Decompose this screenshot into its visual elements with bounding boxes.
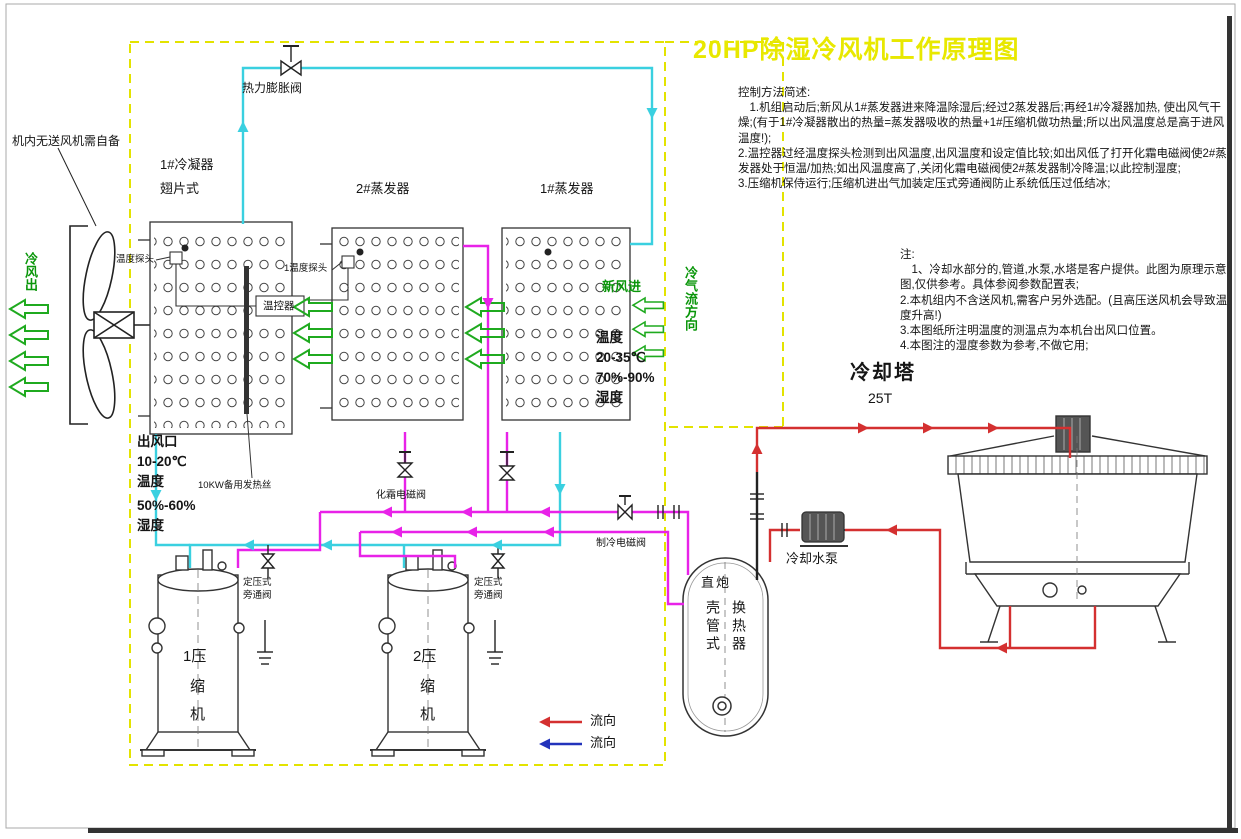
condenser-type-label: 翅片式: [160, 181, 200, 196]
outlet-temp-word: 温度: [137, 474, 164, 489]
cooling-valve-label: 制冷电磁阀: [596, 538, 646, 549]
exchanger-body-label: 壳管式换热器: [705, 600, 747, 654]
cold-air-out-label: 冷风出: [22, 252, 38, 291]
condenser-name-label: 1#冷凝器: [160, 157, 214, 172]
bypass2-label-l2: 旁通阀: [474, 590, 503, 601]
magenta-piping: [236, 244, 690, 606]
comp2-label-l1: 2压: [413, 648, 437, 665]
valves-and-fittings: [257, 45, 788, 665]
evaporator1-label: 1#蒸发器: [540, 181, 594, 196]
outlet-word: 出风口: [137, 434, 178, 449]
page-frame: [5, 3, 1238, 833]
exchanger-top-label: 直炮: [701, 575, 732, 590]
fan-note-label: 机内无送风机需自备: [12, 134, 121, 148]
control-method-block: 控制方法简述: 1.机组启动后;新风从1#蒸发器进来降温除湿后;经过2蒸发器后;…: [738, 86, 1230, 192]
diagram-title: 20HP除湿冷风机工作原理图: [693, 36, 1020, 64]
expansion-valve-label: 热力膨胀阀: [242, 81, 303, 95]
shell-tube-exchanger: [682, 557, 769, 737]
comp1-label-l3: 机: [190, 706, 206, 723]
comp1-label-l2: 缩: [190, 678, 206, 695]
compressor2: [370, 549, 486, 757]
evaporator1-coil: [501, 227, 631, 421]
notes-p4: 4.本图注的湿度参数为参考,不做它用;: [900, 340, 1089, 353]
notes-block: 注: 1、冷却水部分的,管道,水泵,水塔是客户提供。此图为原理示意图,仅供参考。…: [900, 248, 1238, 354]
bypass1-label-l1: 定压式: [243, 577, 272, 588]
cooling-pump: [800, 511, 854, 547]
inlet-humidity-range: 70%-90%: [596, 370, 655, 385]
inlet-humidity-word: 湿度: [596, 390, 623, 405]
notes-p3: 3.本图纸所注明温度的测温点为本机台出风口位置。: [900, 324, 1163, 337]
outlet-temp-range: 10-20℃: [137, 454, 187, 469]
condenser-coil: [138, 221, 293, 435]
red-flow-arrows: [539, 422, 1007, 728]
control-p2: 2.温控器过经温度探头检测到出风温度,出风温度和设定值比较;如出风低了打开化霜电…: [738, 147, 1227, 175]
comp1-label-l1: 1压: [183, 648, 207, 665]
compressor1: [140, 549, 256, 757]
bypass1-label-l2: 旁通阀: [243, 590, 272, 601]
cooling-tower: [947, 415, 1208, 643]
fresh-air-in-label: 新风进: [602, 279, 642, 294]
control-p3: 3.压缩机保侍运行;压缩机进出气加装定压式旁通阀防止系统低压过低结冰;: [738, 178, 1111, 191]
defrost-valve-label: 化霜电磁阀: [376, 490, 426, 501]
inlet-temp-word: 温度: [596, 330, 623, 345]
inlet-temp-range: 20-35℃: [596, 350, 646, 365]
notes-heading: 注:: [900, 249, 915, 261]
heater-label: 10KW备用发热丝: [198, 480, 272, 491]
thermostat-label: 温控器: [263, 300, 295, 312]
bypass2-label-l1: 定压式: [474, 577, 503, 588]
notes-p2: 2.本机组内不含送风机,需客户另外选配。(且高压送风机会导致温度升高!): [900, 294, 1228, 322]
tower-label: 冷却塔: [850, 362, 916, 384]
evaporator2-label: 2#蒸发器: [356, 181, 410, 196]
control-p1: 1.机组启动后;新风从1#蒸发器进来降温除湿后;经过2蒸发器后;再经1#冷凝器加…: [738, 102, 1225, 145]
tower-capacity-label: 25T: [868, 390, 893, 406]
outlet-humidity-range: 50%-60%: [137, 498, 196, 513]
control-heading: 控制方法简述:: [738, 87, 811, 99]
comp2-label-l3: 机: [420, 706, 436, 723]
comp2-label-l2: 缩: [420, 678, 436, 695]
legend-flow-blue-label: 流向: [590, 735, 617, 750]
air-flow-direction-label: 冷气流方向: [682, 266, 698, 331]
backup-heater: [181, 244, 552, 479]
outlet-humidity-word: 湿度: [137, 518, 164, 533]
probe-condenser-label: 温度探头: [116, 254, 155, 265]
supply-fan: [57, 147, 152, 425]
pump-label: 冷却水泵: [786, 551, 839, 566]
legend-flow-red-label: 流向: [590, 713, 617, 728]
probe-evap-label: 1温度探头: [284, 263, 328, 274]
thermostat-wiring: [155, 251, 355, 317]
notes-p1: 1、冷却水部分的,管道,水泵,水塔是客户提供。此图为原理示意图,仅供参考。具体参…: [900, 264, 1227, 292]
